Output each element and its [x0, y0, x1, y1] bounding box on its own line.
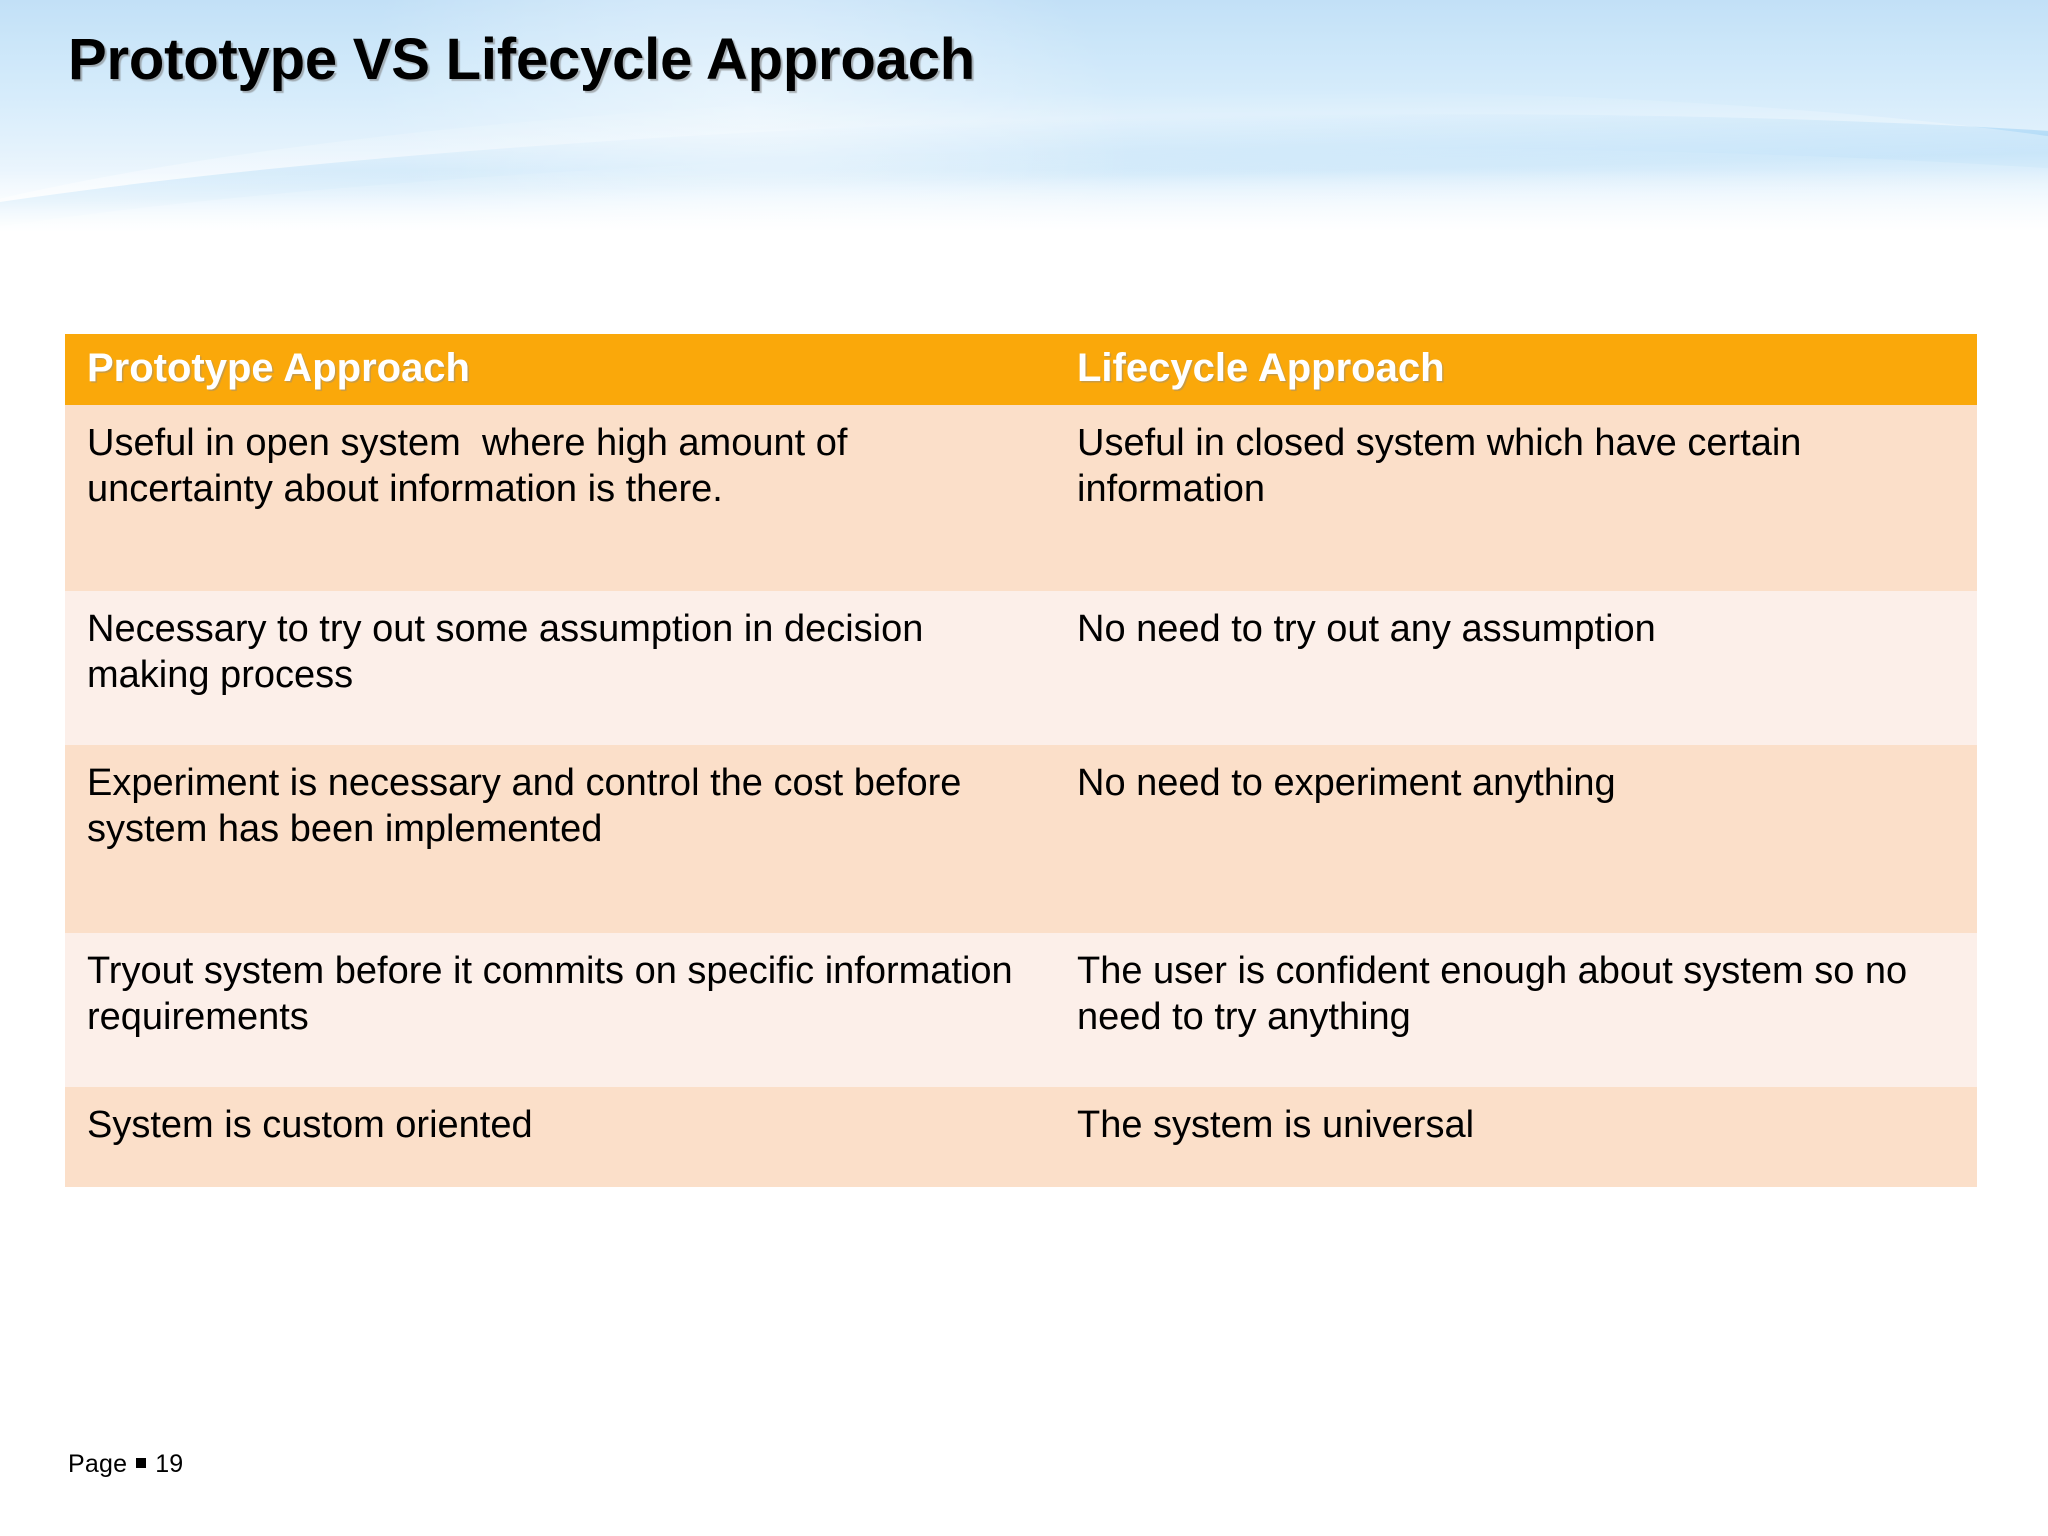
cell-prototype: Experiment is necessary and control the …: [65, 745, 1055, 933]
page-footer-number: 19: [155, 1450, 184, 1478]
page-footer: Page 19: [68, 1450, 183, 1479]
header-banner: [0, 0, 2048, 240]
table-row: System is custom oriented The system is …: [65, 1087, 1977, 1187]
cell-prototype: Useful in open system where high amount …: [65, 405, 1055, 591]
comparison-table: Prototype Approach Lifecycle Approach Us…: [65, 334, 1977, 1187]
cell-prototype: System is custom oriented: [65, 1087, 1055, 1187]
page-title: Prototype VS Lifecycle Approach: [68, 27, 975, 92]
table-header-row: Prototype Approach Lifecycle Approach: [65, 334, 1977, 405]
table-row: Necessary to try out some assumption in …: [65, 591, 1977, 745]
cell-lifecycle: No need to try out any assumption: [1055, 591, 1977, 745]
table-row: Experiment is necessary and control the …: [65, 745, 1977, 933]
table-row: Useful in open system where high amount …: [65, 405, 1977, 591]
cell-lifecycle: No need to experiment anything: [1055, 745, 1977, 933]
square-bullet-icon: [136, 1458, 147, 1469]
cell-lifecycle: The system is universal: [1055, 1087, 1977, 1187]
column-header-prototype: Prototype Approach: [65, 334, 1055, 405]
cell-lifecycle: The user is confident enough about syste…: [1055, 933, 1977, 1087]
cell-prototype: Tryout system before it commits on speci…: [65, 933, 1055, 1087]
cell-prototype: Necessary to try out some assumption in …: [65, 591, 1055, 745]
page-footer-label: Page: [68, 1450, 128, 1478]
banner-bottom-fade: [0, 170, 2048, 240]
cell-lifecycle: Useful in closed system which have certa…: [1055, 405, 1977, 591]
table-row: Tryout system before it commits on speci…: [65, 933, 1977, 1087]
column-header-lifecycle: Lifecycle Approach: [1055, 334, 1977, 405]
